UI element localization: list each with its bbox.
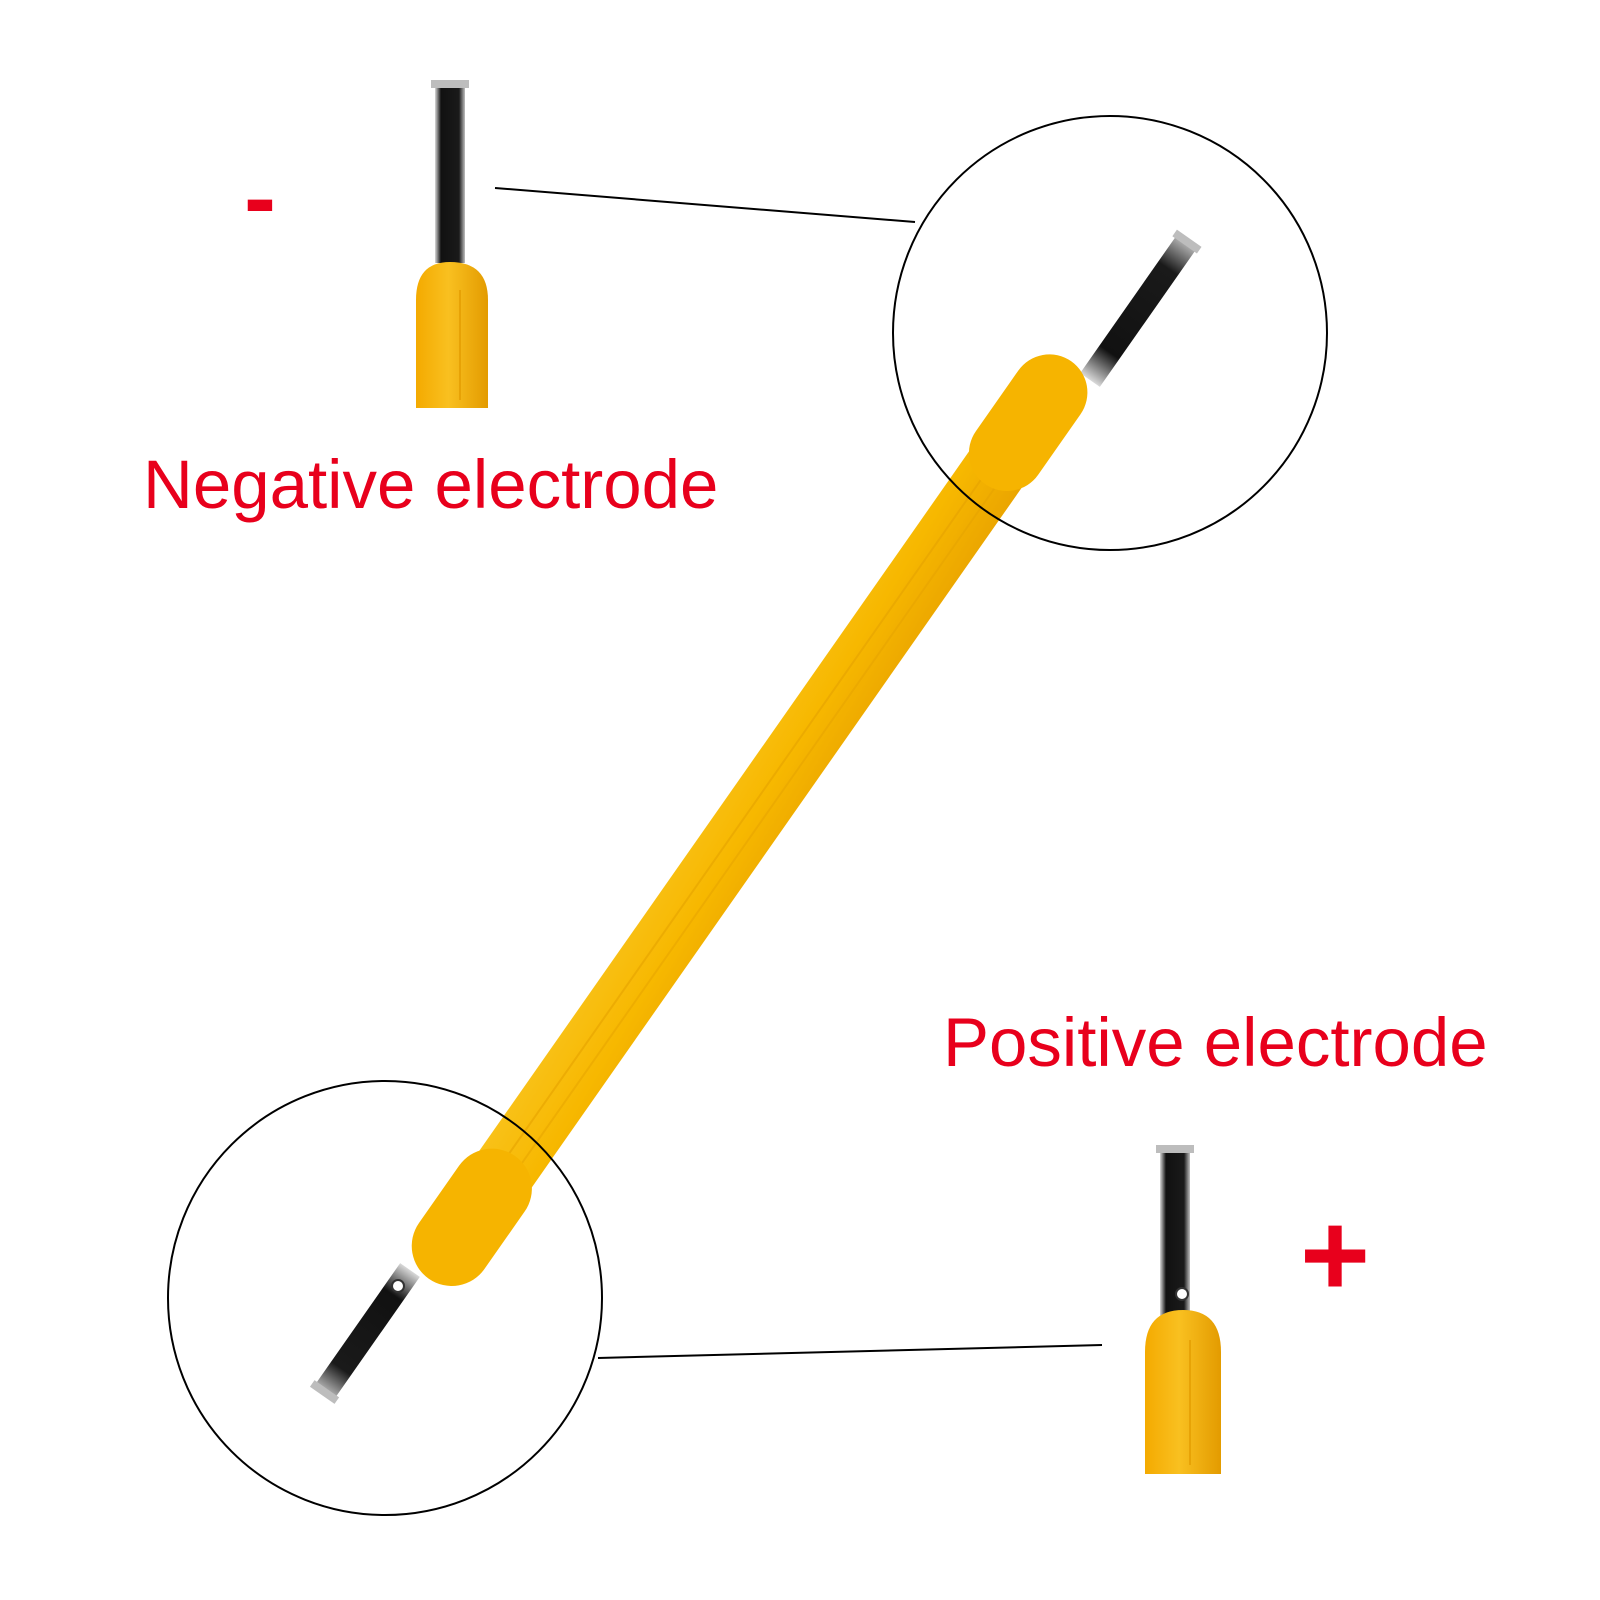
- positive-electrode-label: Positive electrode: [943, 1004, 1488, 1081]
- negative-electrode-label: Negative electrode: [143, 446, 719, 523]
- positive-callout-line: [597, 1344, 1103, 1359]
- positive-terminal: [1145, 1145, 1221, 1474]
- negative-terminal: [416, 80, 488, 408]
- positive-callout-circle: [167, 1080, 603, 1516]
- negative-callout-line: [494, 187, 916, 223]
- positive-sign: +: [1300, 1188, 1371, 1322]
- negative-sign: -: [244, 144, 276, 251]
- negative-callout-circle: [892, 115, 1328, 551]
- electrode-rod: [309, 229, 1202, 1404]
